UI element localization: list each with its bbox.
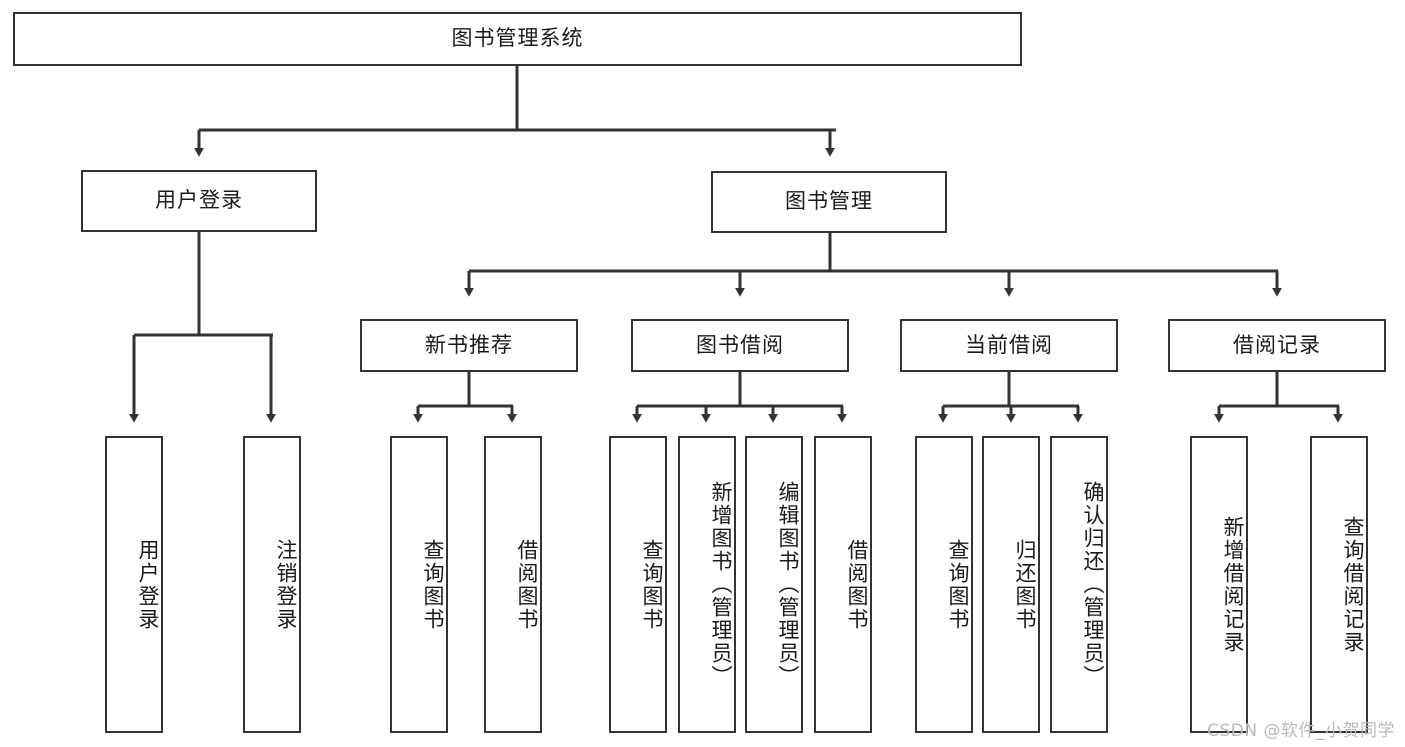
leaf-book-borrow-edit[interactable]: 编辑图书（管理员）: [745, 436, 803, 733]
node-label: 新增借阅记录: [1221, 515, 1245, 654]
node-label: 借阅图书: [845, 538, 869, 631]
node-label: 注销登录: [274, 538, 298, 631]
node-label: 新增图书（管理员）: [709, 481, 733, 688]
node-label: 当前借阅: [965, 332, 1053, 357]
node-label: 图书管理系统: [451, 26, 584, 51]
node-label: 查询图书: [946, 538, 970, 631]
node-label: 借阅记录: [1233, 332, 1321, 357]
node-label: 查询借阅记录: [1341, 515, 1365, 654]
node-user-login[interactable]: 用户登录: [81, 170, 317, 232]
node-label: 用户登录: [155, 188, 243, 213]
node-label: 查询图书: [421, 538, 445, 631]
node-label: 图书管理: [785, 189, 873, 214]
leaf-book-borrow-borrow[interactable]: 借阅图书: [814, 436, 872, 733]
leaf-new-book-borrow[interactable]: 借阅图书: [484, 436, 542, 733]
node-label: 归还图书: [1013, 538, 1037, 631]
leaf-current-borrow-confirm-return[interactable]: 确认归还（管理员）: [1050, 436, 1108, 733]
leaf-user-login-login[interactable]: 用户登录: [105, 436, 163, 733]
leaf-current-borrow-query[interactable]: 查询图书: [915, 436, 973, 733]
leaf-book-borrow-add[interactable]: 新增图书（管理员）: [678, 436, 736, 733]
node-label: 查询图书: [640, 538, 664, 631]
node-book-management[interactable]: 图书管理: [711, 171, 947, 233]
node-new-book-recommend[interactable]: 新书推荐: [360, 319, 578, 372]
node-label: 借阅图书: [515, 538, 539, 631]
node-label: 用户登录: [136, 538, 160, 631]
node-label: 新书推荐: [425, 332, 513, 357]
node-label: 图书借阅: [696, 332, 784, 357]
leaf-borrow-record-add[interactable]: 新增借阅记录: [1190, 436, 1248, 733]
leaf-user-login-logout[interactable]: 注销登录: [243, 436, 301, 733]
node-root-system[interactable]: 图书管理系统: [13, 12, 1022, 66]
node-label: 编辑图书（管理员）: [776, 481, 800, 688]
node-book-borrow[interactable]: 图书借阅: [631, 319, 849, 372]
node-label: 确认归还（管理员）: [1081, 481, 1105, 688]
node-current-borrow[interactable]: 当前借阅: [900, 319, 1118, 372]
watermark-text: CSDN @软件_小贺同学: [1207, 721, 1395, 741]
leaf-new-book-query[interactable]: 查询图书: [390, 436, 448, 733]
node-borrow-record[interactable]: 借阅记录: [1168, 319, 1386, 372]
leaf-book-borrow-query[interactable]: 查询图书: [609, 436, 667, 733]
leaf-current-borrow-return[interactable]: 归还图书: [982, 436, 1040, 733]
leaf-borrow-record-query[interactable]: 查询借阅记录: [1310, 436, 1368, 733]
